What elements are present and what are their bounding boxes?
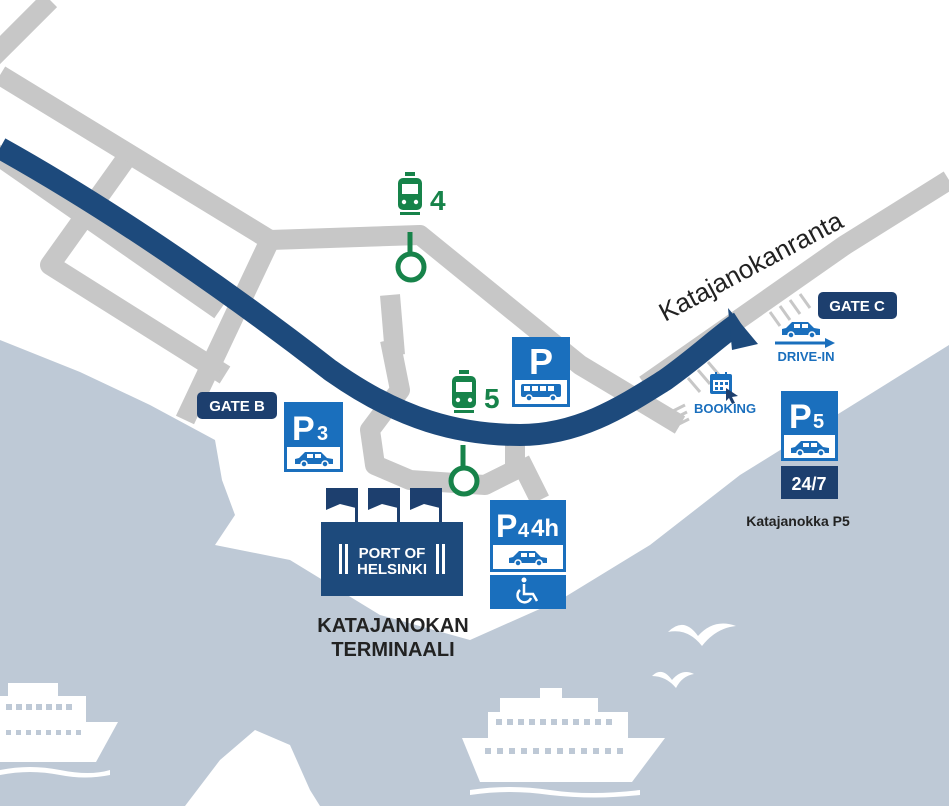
p5-name: Katajanokka P5 xyxy=(746,513,850,529)
tram-icon xyxy=(452,370,476,413)
tram-line-number: 4 xyxy=(430,185,446,216)
svg-text:4: 4 xyxy=(518,520,530,542)
terminal-building[interactable]: PORT OF HELSINKI KATAJANOKAN TERMINAALI xyxy=(317,488,469,661)
ship-icon xyxy=(462,688,665,798)
car-icon xyxy=(791,441,829,457)
parking-p3-sign[interactable]: P 3 xyxy=(284,402,343,472)
car-icon xyxy=(509,551,547,567)
port-logo-line2: HELSINKI xyxy=(357,561,427,578)
wheelchair-icon xyxy=(516,577,539,604)
port-logo-line1: PORT OF xyxy=(359,545,426,562)
terminal-name-line1: KATAJANOKAN xyxy=(317,615,468,637)
cursor-icon xyxy=(726,388,738,404)
gate-c-badge[interactable]: GATE C xyxy=(818,292,897,319)
svg-text:3: 3 xyxy=(317,423,328,445)
car-icon xyxy=(782,322,820,339)
tram-stop-4[interactable]: 4 xyxy=(395,172,446,283)
svg-text:GATE B: GATE B xyxy=(209,398,265,415)
gate-b-badge[interactable]: GATE B xyxy=(197,392,277,419)
tram-stop-marker xyxy=(395,251,427,283)
tram-line-number: 5 xyxy=(484,383,500,414)
flag-icon xyxy=(326,488,442,524)
seagull-icon xyxy=(652,623,736,688)
svg-text:P: P xyxy=(789,398,812,436)
svg-text:P: P xyxy=(529,341,553,382)
svg-text:P: P xyxy=(496,508,517,544)
route-arrow-icon xyxy=(728,308,758,350)
parking-p4-sign[interactable]: P 4 4h xyxy=(490,500,566,609)
svg-text:P: P xyxy=(292,410,315,448)
ship-icon xyxy=(0,683,118,778)
car-icon xyxy=(295,452,333,468)
svg-text:5: 5 xyxy=(813,411,824,433)
booking-marker[interactable]: BOOKING xyxy=(694,372,756,416)
booking-label: BOOKING xyxy=(694,401,756,416)
arrow-icon xyxy=(775,338,835,348)
tram-stop-5[interactable]: 5 xyxy=(448,370,500,497)
road-markings xyxy=(664,293,812,431)
drive-in-marker[interactable]: DRIVE-IN xyxy=(775,322,835,364)
bus-icon xyxy=(521,384,561,402)
p5-hours: 24/7 xyxy=(791,474,826,494)
route-line xyxy=(0,138,747,447)
tram-stop-marker xyxy=(448,465,480,497)
svg-text:4h: 4h xyxy=(531,515,559,542)
parking-p5-sign[interactable]: P 5 24/7 Katajanokka P5 xyxy=(746,391,850,529)
terminal-name-line2: TERMINAALI xyxy=(331,639,454,661)
tram-icon xyxy=(398,172,422,215)
water-area xyxy=(0,340,949,806)
svg-text:GATE C: GATE C xyxy=(829,298,885,315)
drive-in-label: DRIVE-IN xyxy=(777,349,834,364)
bus-parking-sign[interactable]: P xyxy=(512,337,570,407)
